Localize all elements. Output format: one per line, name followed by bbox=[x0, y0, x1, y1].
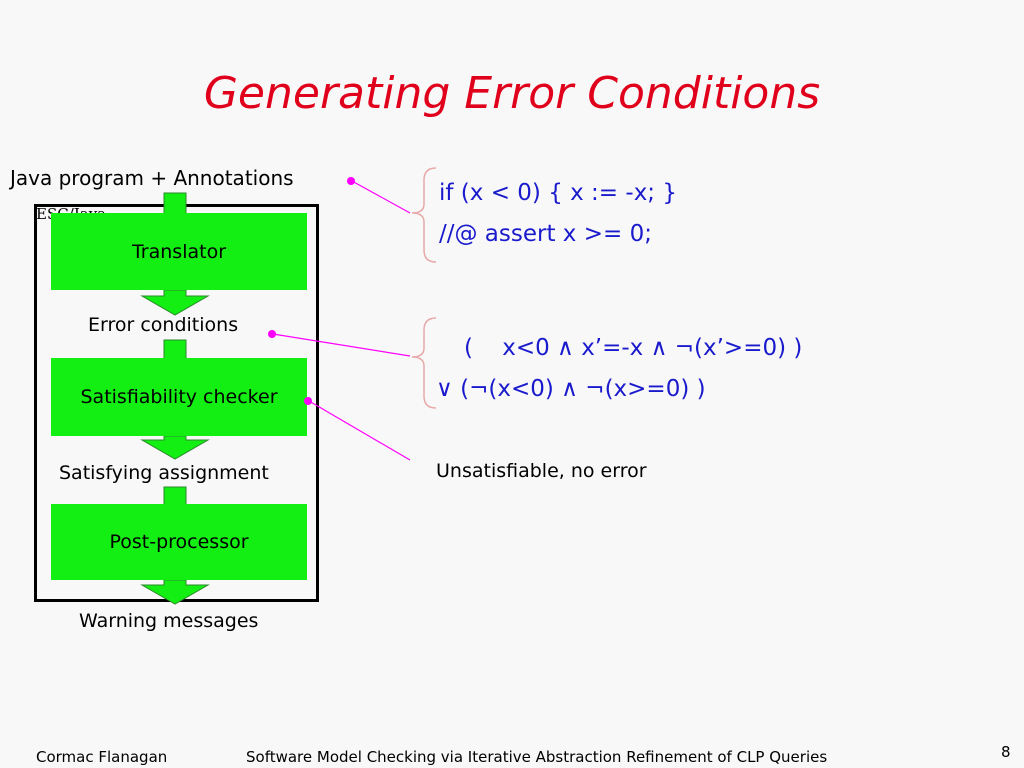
satisfiability-checker-label: Satisfiability checker bbox=[80, 386, 278, 408]
program-line-2: //@ assert x >= 0; bbox=[439, 221, 652, 247]
connector-dot-program bbox=[347, 177, 355, 185]
program-line-1: if (x < 0) { x := -x; } bbox=[439, 180, 677, 206]
footer-talk-title: Software Model Checking via Iterative Ab… bbox=[246, 748, 828, 766]
footer-author: Cormac Flanagan bbox=[36, 748, 168, 766]
connector-dot-condition bbox=[268, 330, 276, 338]
flow-arrow-6 bbox=[140, 579, 210, 605]
connector-program bbox=[351, 180, 411, 214]
condition-line-1: ( x<0 ∧ x’=-x ∧ ¬(x’>=0) ) bbox=[464, 335, 803, 361]
page-number: 8 bbox=[1001, 743, 1011, 761]
post-processor-box: Post-processor bbox=[51, 504, 307, 580]
brace-condition bbox=[411, 317, 437, 409]
slide-title: Generating Error Conditions bbox=[203, 68, 821, 119]
error-conditions-label: Error conditions bbox=[88, 314, 239, 336]
flow-arrow-4 bbox=[140, 435, 210, 460]
translator-box: Translator bbox=[51, 213, 307, 290]
connector-condition bbox=[272, 333, 411, 357]
post-processor-label: Post-processor bbox=[109, 531, 249, 553]
input-label: Java program + Annotations bbox=[10, 166, 294, 190]
flow-arrow-2 bbox=[140, 289, 210, 316]
connector-dot-result bbox=[304, 397, 312, 405]
condition-line-2: ∨ (¬(x<0) ∧ ¬(x>=0) ) bbox=[436, 376, 706, 402]
satisfying-assignment-label: Satisfying assignment bbox=[59, 462, 269, 484]
result-label: Unsatisfiable, no error bbox=[436, 460, 647, 482]
translator-label: Translator bbox=[131, 240, 227, 263]
connector-result bbox=[308, 400, 411, 461]
warning-messages-label: Warning messages bbox=[79, 610, 259, 632]
satisfiability-checker-box: Satisfiability checker bbox=[51, 358, 307, 436]
brace-program bbox=[411, 167, 437, 263]
